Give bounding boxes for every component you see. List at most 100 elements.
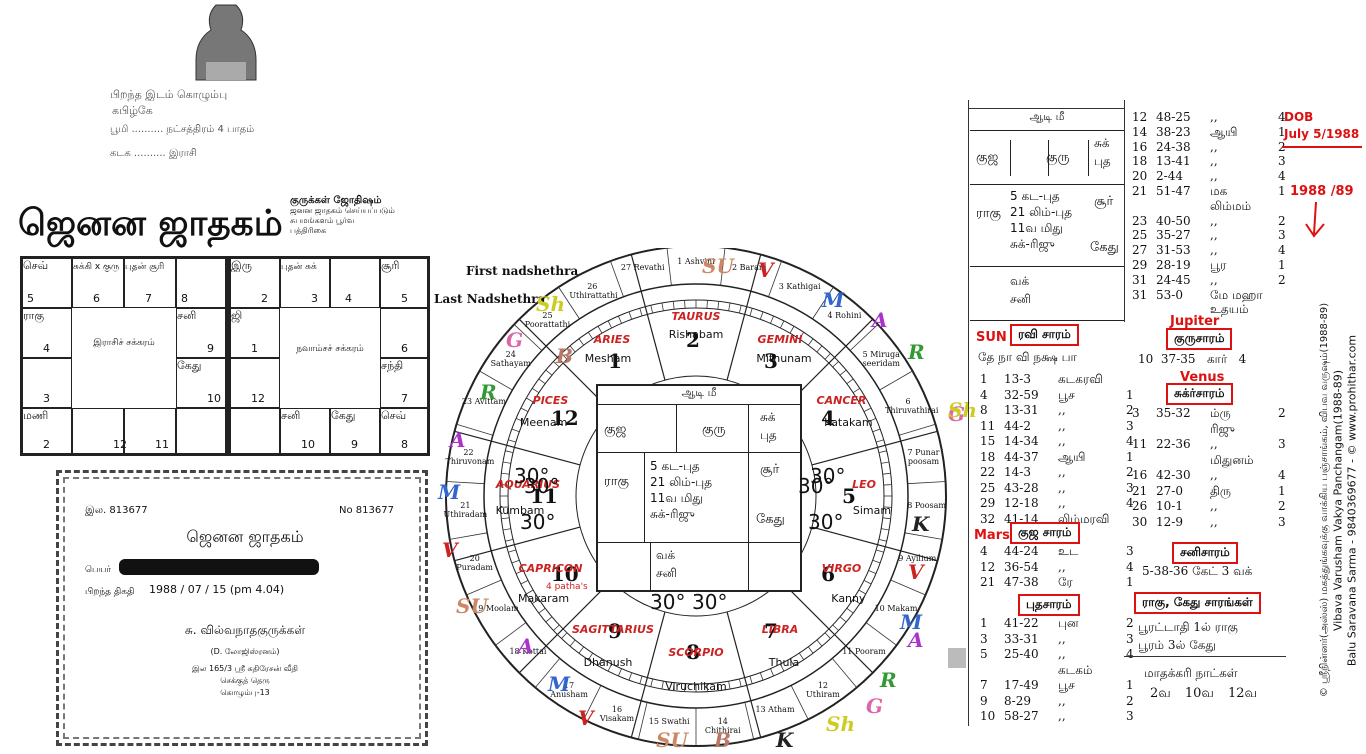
- pada-tick: [532, 387, 540, 394]
- mercury-cell: 33-31: [1004, 631, 1039, 646]
- pada-tick: [728, 681, 731, 690]
- pada-tick: [878, 538, 887, 542]
- mars-cell: 21: [980, 575, 996, 589]
- planet-letter: R: [908, 340, 925, 364]
- sun-cell: 1: [1126, 449, 1134, 464]
- sign-divider: [454, 430, 581, 466]
- venus-cell: ,,: [1210, 468, 1218, 482]
- nakshatra-label: 17 Anusham: [550, 680, 588, 699]
- sign-number: 12: [550, 406, 579, 430]
- pada-tick: [618, 668, 622, 677]
- mercury-cell: 3: [980, 631, 988, 646]
- nakshatra-divider: [495, 622, 527, 646]
- topright-cell: 23: [1132, 213, 1148, 228]
- nakshatra-label: 5 Miruga seeridam: [862, 350, 900, 369]
- sign-divider: [726, 611, 762, 738]
- venus-cell: ,,: [1210, 499, 1218, 513]
- sign-english: CANCER: [816, 394, 867, 407]
- pada-tick: [569, 345, 576, 353]
- sun-cell: பூச: [1058, 387, 1075, 402]
- sun-cell: 2: [1126, 465, 1134, 479]
- topright-cell: 2-44: [1156, 169, 1183, 184]
- topright-cell: 4: [1278, 110, 1286, 124]
- pada-tick: [759, 672, 764, 681]
- topright-cell: 2: [1278, 140, 1286, 154]
- pada-tick: [728, 302, 731, 311]
- nakshatra-label: 13 Atham: [755, 705, 795, 715]
- matha-values: 2வ 10வ 12வ: [1150, 686, 1257, 701]
- sign-english: GEMINI: [757, 332, 803, 346]
- sign-divider: [518, 580, 612, 674]
- topright-cell: 21: [1132, 184, 1148, 198]
- dob-underline: [1282, 146, 1362, 148]
- center-chart: ஆடி மீ குஜ குரு சுக் புத ராகு 5 கட-புத 2…: [596, 384, 802, 592]
- sun-cell: 1: [1126, 387, 1134, 402]
- sun-box: ரவி சாரம்: [1010, 324, 1079, 346]
- year-label: 1988 /89: [1290, 184, 1354, 199]
- topright-cell: ,,: [1210, 139, 1218, 154]
- dob-label: DOB: [1284, 110, 1314, 124]
- planet-letter: Sh: [948, 398, 977, 422]
- pada-tick: [749, 308, 753, 317]
- nakshatra-label: 27 Revathi: [620, 263, 665, 273]
- planet-letter: A: [872, 308, 888, 332]
- planet-letter: G: [506, 328, 524, 352]
- nakshatra-divider: [583, 685, 602, 720]
- venus-cell: 10-1: [1156, 499, 1183, 513]
- topright-cell: 12: [1132, 110, 1148, 124]
- cert-address: இல 165/3 ஸ்ரீ கதிரேசன் வீதி செக்குத் தெர…: [192, 664, 298, 697]
- pada-tick: [875, 439, 884, 443]
- planet-letter: V: [758, 258, 774, 282]
- grey-marker: [948, 648, 966, 668]
- planet-letter: SU: [702, 254, 734, 278]
- rasi-cell-text: சுக்கி x குரு: [73, 262, 120, 272]
- pada-tick: [717, 301, 720, 310]
- pada-tick: [832, 624, 839, 631]
- pada-tick: [526, 589, 534, 595]
- sign-english: CAPRICON: [518, 562, 583, 575]
- degree-label: 30°: [514, 464, 550, 488]
- wheel-graphic: [445, 248, 947, 747]
- jupiter-row: 10 37-35 கார் 4: [1138, 352, 1247, 366]
- topright-cell: லிம்மம்: [1210, 198, 1252, 213]
- jupiter-label: Jupiter: [1170, 314, 1220, 329]
- topright-cell: 16: [1132, 139, 1148, 154]
- planet-letter: V: [442, 538, 458, 562]
- nakshatra-divider: [449, 532, 488, 540]
- sun-cell: 2: [1126, 403, 1134, 417]
- sign-divider: [630, 254, 666, 381]
- pada-tick: [872, 559, 881, 564]
- navamsa-center-label: நவாம்சச் சக்கரம்: [296, 344, 364, 354]
- ketu-row: பூரம் 3ல் கேது: [1138, 638, 1216, 652]
- sign-number: 6: [821, 562, 836, 586]
- sun-cell: 4: [980, 387, 988, 402]
- pada-tick: [852, 598, 860, 605]
- inner-ring: [575, 375, 817, 617]
- sun-cell: ,,: [1058, 434, 1066, 448]
- pada-tick: [501, 472, 510, 475]
- credit-line-2: Vibava Varusham Vakya Panchangam(1988-89…: [1331, 369, 1345, 632]
- topright-cell: 1: [1278, 184, 1286, 198]
- mars-cell: 12: [980, 559, 996, 574]
- nakshatra-label: 7 Punar poosam: [907, 447, 940, 466]
- topright-cell: 3: [1278, 154, 1286, 169]
- pada-tick: [502, 461, 511, 464]
- nakshatra-label: 6 Thiruvathirai: [885, 396, 939, 415]
- topright-cell: 20: [1132, 169, 1148, 184]
- mars-cell: 47-38: [1004, 575, 1039, 589]
- planet-letter: M: [900, 610, 923, 634]
- sun-cell: 3: [1126, 480, 1134, 495]
- nakshatra-divider: [865, 622, 897, 646]
- planet-letter: SU: [456, 594, 488, 618]
- credit-line-1: © ஸ்ரீநின்னர்(அஸ்ஸ்) மகத்துங்கவுக்கு வாக…: [1319, 302, 1330, 698]
- mercury-cell: புன: [1058, 616, 1079, 630]
- sun-cell: 11: [980, 418, 996, 433]
- venus-box: சுக்ர்சாரம்: [1166, 383, 1233, 405]
- planet-letter: M: [438, 480, 461, 504]
- pada-tick: [858, 397, 866, 403]
- sign-name: Thula: [768, 656, 800, 670]
- nakshatra-label: 25 Poorattathi: [524, 311, 571, 330]
- planet-letter: A: [518, 634, 534, 658]
- mars-cell: 4: [1126, 559, 1134, 574]
- nakshatra-divider: [720, 248, 726, 286]
